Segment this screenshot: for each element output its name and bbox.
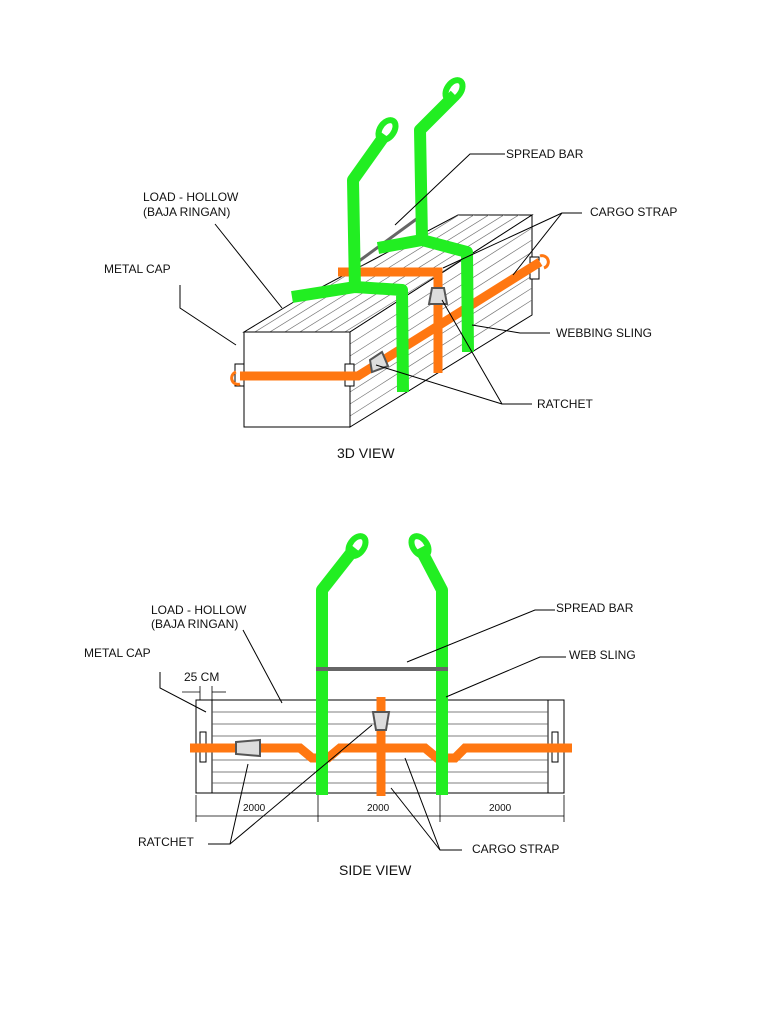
spread-bar-3d <box>354 213 423 266</box>
web-sling-side <box>316 533 448 795</box>
cargo-strap-3d <box>230 254 550 386</box>
label-load-hollow-side: LOAD - HOLLOW <box>151 603 247 617</box>
dimension-3: 2000 <box>489 803 512 814</box>
ratchet-side-b <box>235 738 261 758</box>
label-ratchet-side: RATCHET <box>138 835 194 849</box>
caption-3d-view: 3D VIEW <box>337 445 395 461</box>
label-baja-ringan-3d: (BAJA RINGAN) <box>143 205 230 219</box>
label-cargo-strap-side: CARGO STRAP <box>472 842 559 856</box>
caption-side-view: SIDE VIEW <box>339 862 412 878</box>
label-metal-cap-side: METAL CAP <box>84 646 151 660</box>
leaders-3d <box>179 153 582 405</box>
dimension-lines <box>182 686 565 822</box>
label-web-sling-side: WEB SLING <box>569 648 636 662</box>
ratchet-3d-a <box>427 287 449 305</box>
label-spread-bar-3d: SPREAD BAR <box>506 147 584 161</box>
dimension-2: 2000 <box>367 803 390 814</box>
label-metal-cap-3d: METAL CAP <box>104 262 171 276</box>
label-webbing-sling-3d: WEBBING SLING <box>556 326 652 340</box>
view-side: 2000 2000 2000 LOAD - HOLLOW (BAJA RINGA… <box>84 533 636 878</box>
label-spread-bar-side: SPREAD BAR <box>556 601 634 615</box>
label-ratchet-3d: RATCHET <box>537 397 593 411</box>
label-cargo-strap-3d: CARGO STRAP <box>590 205 677 219</box>
label-cap-width: 25 CM <box>184 670 219 684</box>
view-3d: SPREAD BAR LOAD - HOLLOW (BAJA RINGAN) M… <box>104 77 677 461</box>
webbing-sling-3d <box>291 77 474 393</box>
ratchet-side-a <box>371 711 391 731</box>
leaders-side <box>159 609 566 851</box>
label-load-hollow-3d: LOAD - HOLLOW <box>143 190 239 204</box>
label-baja-ringan-side: (BAJA RINGAN) <box>151 617 238 631</box>
dimension-1: 2000 <box>243 803 266 814</box>
